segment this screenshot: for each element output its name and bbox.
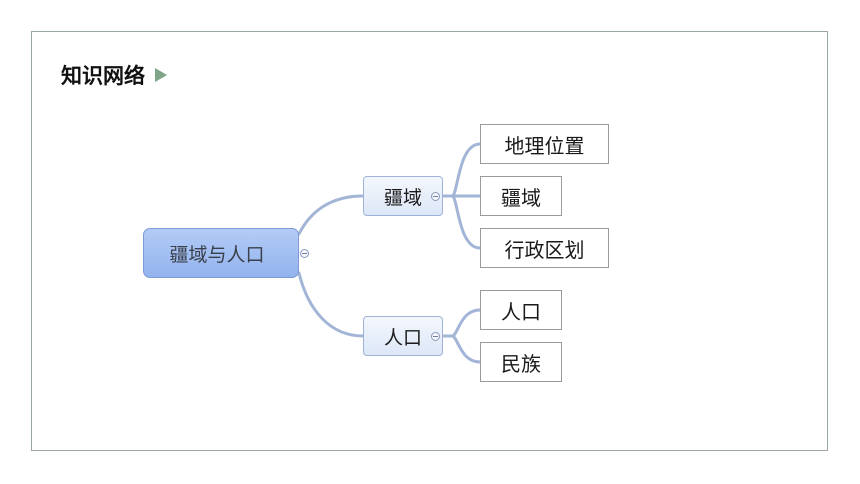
connector-branch-1-to-leaf-1 — [440, 142, 482, 198]
leaf-node-label: 人口 — [501, 299, 541, 324]
leaf-node-label: 疆域 — [501, 185, 541, 210]
play-triangle-icon — [155, 68, 167, 82]
section-heading: 知识网络 — [61, 60, 167, 90]
mindmap-leaf-node[interactable]: 民族 — [480, 342, 562, 382]
connector-branch-1-to-leaf-3 — [440, 194, 482, 250]
mindmap-branch-node-2[interactable]: 人口 — [363, 316, 443, 356]
connector-branch-2-to-leaf-2 — [440, 334, 482, 364]
connector-root-to-branch-1 — [297, 194, 365, 236]
leaf-node-label: 地理位置 — [504, 133, 585, 158]
mindmap-leaf-node[interactable]: 人口 — [480, 290, 562, 330]
leaf-node-label: 民族 — [501, 351, 541, 376]
collapse-toggle-branch-2-icon[interactable] — [431, 332, 440, 341]
leaf-node-label: 行政区划 — [504, 237, 585, 262]
connector-root-to-branch-2 — [297, 271, 365, 338]
branch-node-label: 疆域 — [383, 186, 422, 209]
collapse-toggle-root-icon[interactable] — [300, 249, 309, 258]
connector-branch-2-to-leaf-1 — [440, 308, 482, 338]
section-title: 知识网络 — [61, 64, 145, 88]
branch-node-label: 人口 — [383, 326, 422, 349]
mindmap-branch-node-1[interactable]: 疆域 — [363, 176, 443, 216]
collapse-toggle-branch-1-icon[interactable] — [431, 192, 440, 201]
mindmap-leaf-node[interactable]: 地理位置 — [480, 124, 609, 164]
mindmap-leaf-node[interactable]: 行政区划 — [480, 228, 609, 268]
mindmap-root-node[interactable]: 疆域与人口 — [143, 228, 299, 278]
root-node-label: 疆域与人口 — [169, 243, 265, 266]
mindmap-leaf-node[interactable]: 疆域 — [480, 176, 562, 216]
